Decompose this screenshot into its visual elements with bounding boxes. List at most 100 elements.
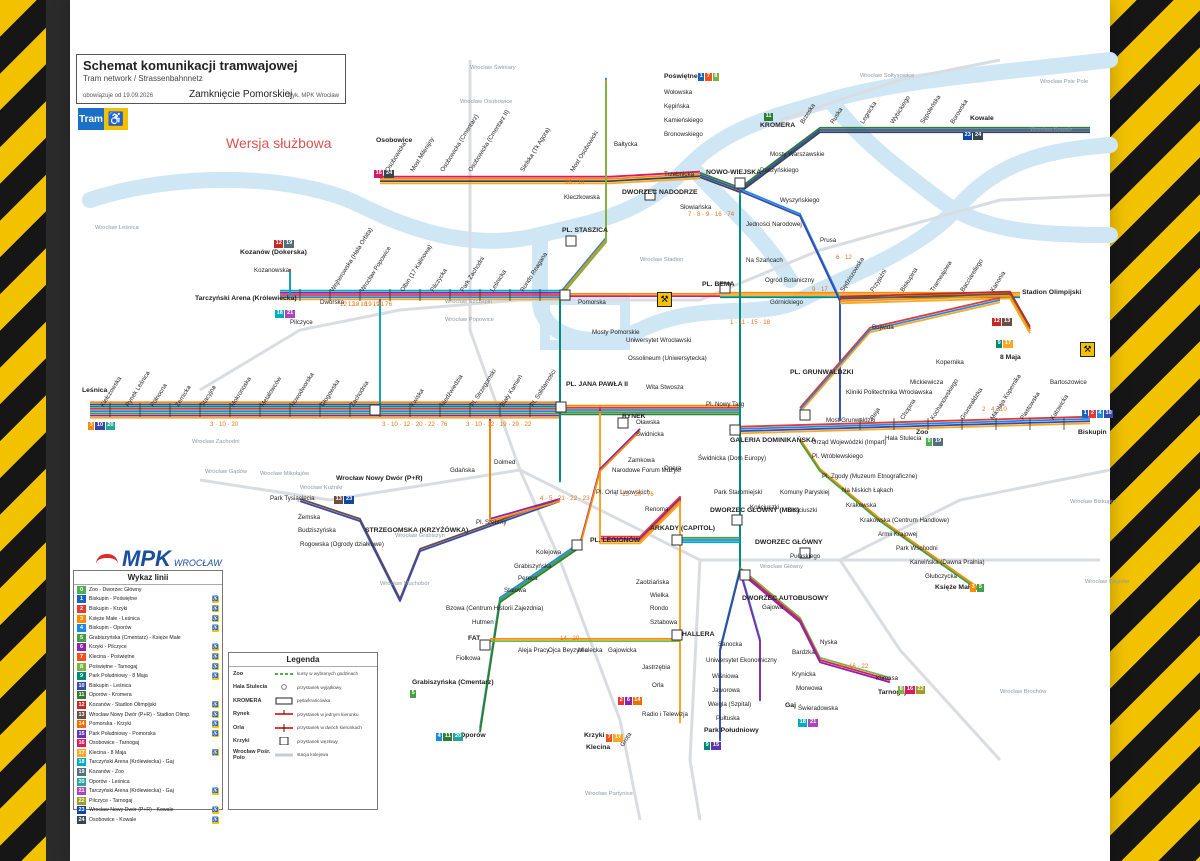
line-number-badge[interactable]: 0 [926,438,933,446]
station-label[interactable]: Kowale [970,115,994,122]
line-number-badge[interactable]: 11 [443,733,453,741]
station-label[interactable]: Wołowska [664,89,693,96]
station-label[interactable]: Most Grunwaldzki [826,417,876,424]
station-label[interactable]: Kozanowska [254,267,290,274]
station-label[interactable]: Armii Krajowej [878,531,918,538]
station-label[interactable]: Ossolineum (Uniwersytecka) [628,355,707,362]
station-label[interactable]: Park Wschodni [896,545,938,552]
station-label[interactable]: Sanocka [718,641,743,648]
station-label[interactable]: 2 · 4 · 10 [982,406,1007,413]
station-label[interactable]: Aleja Pracy [518,647,550,654]
station-label[interactable]: Bujwida [872,324,894,331]
line-number-badge[interactable]: 3 [970,584,977,592]
station-label[interactable]: Wrocław Kowale [1030,127,1073,133]
station-label[interactable]: Zamkowa [628,457,655,464]
line-number-badge[interactable]: 13 [334,496,344,504]
station-label[interactable]: PL. JANA PAWŁA II [566,381,629,388]
station-label[interactable]: Pilczyce [290,319,313,326]
station-label[interactable]: Wrocław Osobowice [460,99,513,105]
station-label[interactable]: Mosty Warszawskie [770,151,825,158]
line-number-badge[interactable]: 4 [436,733,443,741]
station-label[interactable]: PL. BEMA [702,281,735,288]
station-label[interactable]: Morwowa [796,685,823,692]
station-label[interactable]: Bartoszowice [1050,379,1087,386]
station-label[interactable]: Świeradowska [798,705,838,712]
line-number-badge[interactable]: 7 [606,734,613,742]
station-label[interactable]: ARKADY (CAPITOL) [650,525,716,532]
station-label[interactable]: Pereca [518,575,538,582]
station-label[interactable]: Pl. Zgody (Muzeum Etnograficzne) [822,473,918,480]
line-number-badge[interactable]: 1 [698,73,705,81]
line-number-badge[interactable]: 16 [374,170,384,178]
station-label[interactable]: Daszyńskiego [760,167,799,174]
line-number-badge[interactable]: 21 [808,719,818,727]
station-label[interactable]: Wrocław Biskupin [1070,499,1116,505]
station-label[interactable]: FAT [468,635,481,642]
station-label[interactable]: Zaolziańska [636,579,670,586]
station-label[interactable]: Budziszyńska [298,527,336,534]
station-label[interactable]: Rogowska (Ogrody działkowe) [300,541,384,548]
line-number-badge[interactable]: 8 [712,73,719,81]
station-label[interactable]: Dolmed [494,459,516,466]
station-label[interactable]: Radio i Telewizja [642,711,688,718]
line-number-badge[interactable]: 17 [1003,340,1013,348]
station-label[interactable]: STRZEGOMSKA (KRZYŻÓWKA) [365,527,469,534]
station-label[interactable]: Renoma [645,506,669,513]
station-label[interactable]: NOWO-WIEJSKA [706,169,762,176]
station-label[interactable]: Wrocław Partynice [585,791,633,797]
line-number-badge[interactable]: 11 [764,113,774,121]
station-label[interactable]: 6 · 12 [836,254,852,261]
station-label[interactable]: Sztabowa [650,619,678,626]
station-label[interactable]: Pułtuska [716,715,740,722]
station-label[interactable]: Pl. Orląt Lwowskich [596,489,650,496]
station-label[interactable]: Pl. Nowy Targ [706,401,745,408]
station-label[interactable]: Stalowa [504,587,527,594]
station-label[interactable]: Wrocław Brochów [1000,689,1047,695]
station-label[interactable]: KROMERA [760,122,796,129]
line-number-badge[interactable]: 15 [711,742,721,750]
station-label[interactable]: 12 · 18 · 19 · 21 [340,301,385,308]
station-label[interactable]: Weigla (Szpital) [708,701,752,708]
line-number-badge[interactable]: 7 [705,73,712,81]
station-label[interactable]: Krakowska [846,502,877,509]
line-number-badge[interactable]: 5 [410,690,417,698]
station-label[interactable]: DWORZEC NADODRZE [622,189,698,196]
station-label[interactable]: Grabiszyńska [514,563,552,570]
line-number-badge[interactable]: 13 [1002,318,1012,326]
station-label[interactable]: Hala Stulecia [885,435,922,442]
station-label[interactable]: Mielecka [578,647,603,654]
line-number-badge[interactable]: 22 [915,686,926,694]
station-label[interactable]: Ojca Beyzyma [548,647,588,654]
station-label[interactable]: Uniwersytet Wrocławski [626,337,692,344]
station-label[interactable]: Wrocław Leśnica [95,225,139,231]
line-number-badge[interactable]: 9 [996,340,1003,348]
station-label[interactable]: Klecina [586,744,611,751]
station-label[interactable]: Wrocław Wojnów [1085,579,1130,585]
station-label[interactable]: Kamieńskiego [664,117,703,124]
line-number-badge[interactable]: 24 [973,132,983,140]
station-label[interactable]: Mickiewicza [910,379,944,386]
station-label[interactable]: Hutmen [472,619,494,626]
station-label[interactable]: Wrocław Mikołajów [260,471,310,477]
station-label[interactable]: Wita Stwosza [646,384,684,391]
station-label[interactable]: Górnickiego [770,299,804,306]
station-label[interactable]: 3 · 10 · 12 · 19 · 29 · 22 [466,421,532,428]
station-label[interactable]: Gdańska [450,467,475,474]
station-label[interactable]: Fiołkowa [456,655,481,662]
station-label[interactable]: Park Południowy [704,727,759,734]
line-number-badge[interactable]: 2 [1089,410,1096,418]
station-label[interactable]: RYNEK [622,413,646,420]
station-label[interactable]: Grabiszyńska (Cmentarz) [412,679,494,686]
line-number-badge[interactable]: 12 [274,240,284,248]
station-label[interactable]: 3 · 10 · 12 · 20 · 22 · 76 [382,421,448,428]
line-number-badge[interactable]: 20 [453,733,463,741]
